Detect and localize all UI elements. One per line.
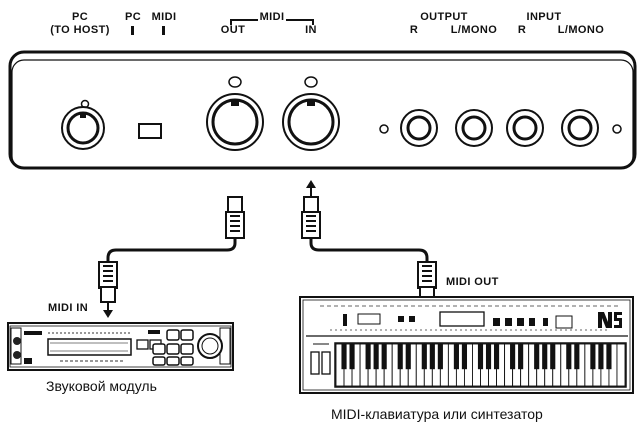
black-key — [381, 344, 387, 370]
output-label: OUTPUT — [420, 11, 468, 23]
midi-bracket-left — [230, 19, 258, 25]
pc-port — [61, 99, 105, 150]
black-key — [598, 344, 604, 370]
pc-midi-switch — [138, 123, 162, 139]
pc-switch-label: PC — [124, 11, 142, 23]
black-key — [542, 344, 548, 370]
black-key — [341, 344, 347, 370]
black-key — [550, 344, 556, 370]
black-key — [606, 344, 612, 370]
black-key — [421, 344, 427, 370]
white-key — [616, 343, 626, 387]
midi-switch-tick — [162, 26, 165, 35]
input-lmono-label: L/MONO — [557, 24, 605, 36]
sound-module-port-label: MIDI IN — [48, 302, 89, 314]
pc-switch-tick — [131, 26, 134, 35]
midi-out-label: OUT — [220, 24, 246, 36]
pc-port-label: PC — [71, 11, 89, 23]
output-indicator — [379, 124, 389, 134]
input-label: INPUT — [526, 11, 562, 23]
midi-in-cable — [301, 180, 437, 300]
midi-group-label: MIDI — [259, 11, 285, 23]
black-key — [510, 344, 516, 370]
black-key — [485, 344, 492, 370]
midi-out-port — [206, 76, 264, 151]
input-r-jack — [506, 109, 544, 147]
black-key — [574, 344, 580, 370]
output-lmono-jack — [455, 109, 493, 147]
black-key — [373, 344, 379, 370]
midi-bracket-right — [286, 19, 314, 25]
black-key — [397, 344, 403, 370]
midi-in-label: IN — [305, 24, 317, 36]
black-key — [453, 344, 459, 370]
black-key — [437, 344, 443, 370]
keyboard-synth — [299, 296, 634, 394]
output-lmono-label: L/MONO — [450, 24, 498, 36]
sound-module-caption: Звуковой модуль — [46, 378, 157, 394]
midi-in-port — [282, 76, 340, 151]
black-key — [518, 344, 524, 370]
black-keys — [341, 344, 612, 370]
black-key — [477, 344, 484, 370]
input-r-label: R — [517, 24, 527, 36]
black-key — [429, 344, 435, 370]
output-r-label: R — [409, 24, 419, 36]
black-key — [365, 344, 371, 370]
black-key — [534, 344, 540, 370]
sound-module — [7, 322, 234, 371]
midi-out-cable — [98, 196, 245, 303]
keyboard-caption: MIDI-клавиатура или синтезатор — [331, 406, 543, 422]
input-lmono-jack — [561, 109, 599, 147]
midi-switch-label: MIDI — [151, 11, 177, 23]
midi-in-arrow — [103, 301, 113, 318]
pc-to-host-label: (TO HOST) — [50, 24, 110, 36]
keyboard-port-label: MIDI OUT — [446, 276, 499, 288]
black-key — [405, 344, 411, 370]
black-key — [349, 344, 355, 370]
black-key — [493, 344, 500, 370]
black-key — [461, 344, 468, 370]
input-indicator — [612, 124, 622, 134]
output-r-jack — [400, 109, 438, 147]
black-key — [590, 344, 596, 370]
black-key — [566, 344, 572, 370]
